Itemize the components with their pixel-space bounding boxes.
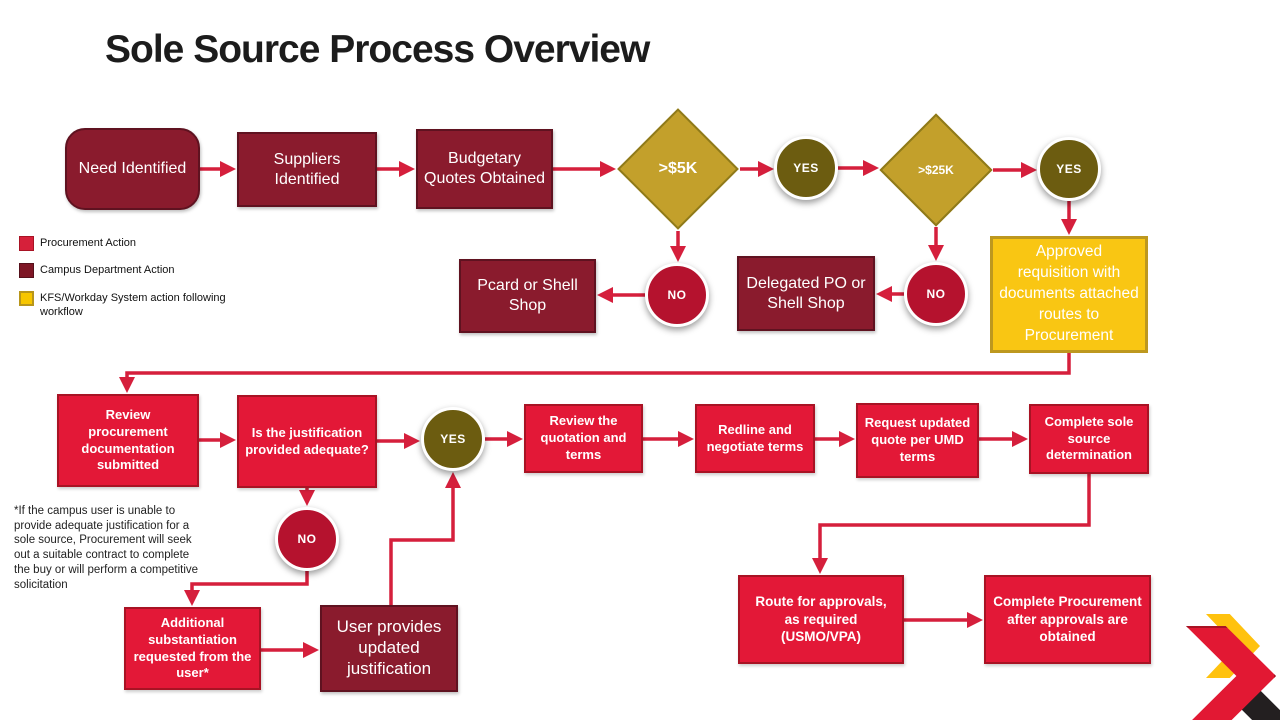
decision-yes-circle-3: YES [421, 407, 485, 471]
flow-node-review-documentation: Review procurement documentation submitt… [57, 394, 199, 487]
flow-node-complete-procurement: Complete Procurement after approvals are… [984, 575, 1151, 664]
flow-node-need-identified: Need Identified [65, 128, 200, 210]
flow-node-suppliers-identified: Suppliers Identified [237, 132, 377, 207]
decision-yes-circle-2: YES [1037, 137, 1101, 201]
flow-node-complete-sole-source: Complete sole source determination [1029, 404, 1149, 474]
decision-diamond-5k-label: >$5K [658, 160, 698, 177]
flow-node-user-provides-justification: User provides updated justification [320, 605, 458, 692]
flow-node-additional-substantiation: Additional substantiation requested from… [124, 607, 261, 690]
legend-swatch-procurement [19, 236, 34, 251]
legend-label-system: KFS/Workday System action following work… [40, 292, 226, 318]
decision-no-circle-3: NO [275, 507, 339, 571]
flow-node-budgetary-quotes: Budgetary Quotes Obtained [416, 129, 553, 209]
flow-node-route-approvals: Route for approvals, as required (USMO/V… [738, 575, 904, 664]
legend-swatch-system [19, 291, 34, 306]
decision-no-circle-2: NO [904, 262, 968, 326]
flow-node-justification-adequate: Is the justification provided adequate? [237, 395, 377, 488]
legend-swatch-campus [19, 263, 34, 278]
slide-title: Sole Source Process Overview [105, 28, 650, 71]
decision-yes-circle-1: YES [774, 136, 838, 200]
flow-node-approved-requisition: Approved requisition with documents atta… [990, 236, 1148, 353]
flow-node-pcard-shell-shop: Pcard or Shell Shop [459, 259, 596, 333]
decision-diamond-25k-label: >$25K [918, 163, 954, 177]
flow-node-delegated-po: Delegated PO or Shell Shop [737, 256, 875, 331]
flow-node-review-quotation: Review the quotation and terms [524, 404, 643, 473]
decision-no-circle-1: NO [645, 263, 709, 327]
flow-node-redline-negotiate: Redline and negotiate terms [695, 404, 815, 473]
footnote-text: *If the campus user is unable to provide… [14, 505, 199, 591]
brand-chevron-logo [1180, 590, 1280, 720]
legend-label-procurement: Procurement Action [40, 237, 136, 249]
flow-node-request-updated-quote: Request updated quote per UMD terms [856, 403, 979, 478]
legend-label-campus: Campus Department Action [40, 264, 175, 276]
